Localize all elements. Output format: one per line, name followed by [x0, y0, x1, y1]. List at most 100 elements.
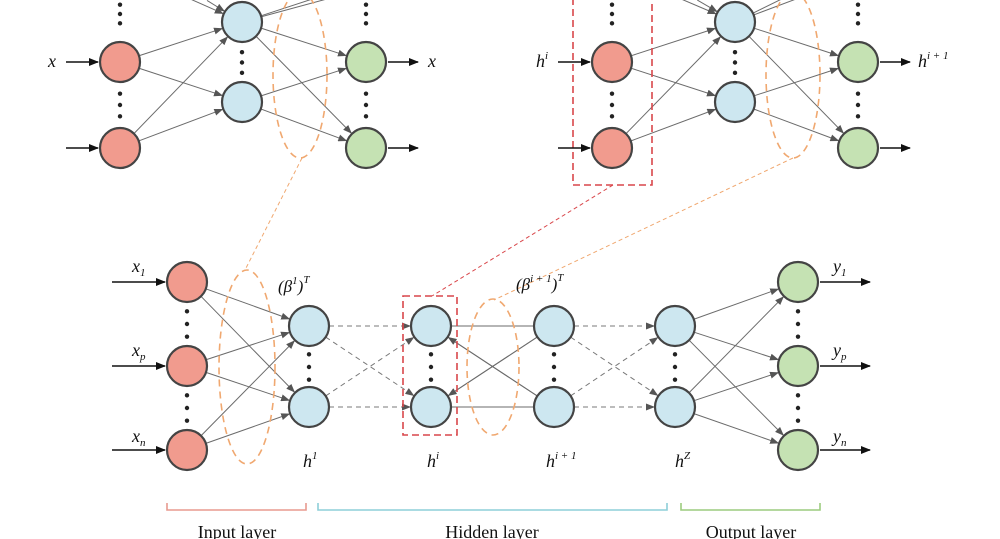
- tr-output-dots: [855, 91, 861, 96]
- input-dots: [184, 321, 190, 327]
- tr-output-dots: [855, 2, 861, 7]
- tr-input-dots: [609, 114, 615, 119]
- output-label-yn: yn: [831, 426, 847, 449]
- tr-hidden-dots: [732, 70, 738, 76]
- hidden-dots: [551, 364, 557, 370]
- output-dots: [795, 405, 801, 411]
- hidden-layer-bracket: [317, 503, 668, 511]
- hidden-dots: [428, 377, 434, 382]
- tr-box-to-bottom-link: [431, 184, 614, 297]
- tr-decoder-edge: [752, 0, 781, 14]
- tl-encoder-edge: [138, 108, 224, 142]
- tl-output-dots: [363, 91, 369, 96]
- tl-input-dots: [117, 102, 123, 108]
- tl-decoder-edge: [255, 35, 352, 134]
- hz-to-output-edge: [693, 288, 780, 320]
- tl-input-dots: [117, 114, 123, 119]
- hidden-dots: [428, 364, 434, 370]
- tr-decoder-edge: [753, 27, 839, 57]
- tl-output-node: [344, 126, 388, 170]
- tl-encoder-edge: [206, 0, 225, 12]
- input-to-h1-edge: [205, 331, 290, 361]
- tr-output-dots: [855, 11, 861, 17]
- hz-to-output-edge: [693, 331, 779, 361]
- input-node: [165, 260, 209, 304]
- input-node: [165, 344, 209, 388]
- tr-encoder-edge: [625, 36, 722, 135]
- tr-input-dots: [609, 11, 615, 17]
- io-arrows: [66, 58, 911, 454]
- input-to-h1-edge: [205, 371, 291, 402]
- hidden-node: [287, 304, 331, 348]
- tl-encoder-edge: [138, 27, 223, 57]
- tr-hidden-node: [713, 0, 757, 44]
- hidden-dots: [551, 377, 557, 382]
- hidden-label-hz: hZ: [675, 450, 691, 471]
- hidden-label-hi: hi: [427, 450, 439, 471]
- hidden-dots: [306, 377, 312, 382]
- output-layer-bracket: [680, 503, 821, 511]
- output-node: [776, 260, 820, 304]
- hz-to-output-edge: [693, 371, 780, 402]
- weight-label-beta-i-plus-1: (βi + 1)T: [516, 272, 564, 294]
- tl-decoder-edge: [260, 67, 347, 97]
- ellipsis-dots: [117, 2, 861, 423]
- tl-hidden-dots: [239, 70, 245, 76]
- tr-hidden-dots: [732, 60, 738, 65]
- hidden-node: [532, 304, 576, 348]
- hidden-label-hi-plus-1: hi + 1: [546, 450, 576, 471]
- input-node: [165, 428, 209, 472]
- output-dots: [795, 418, 801, 423]
- tl-output-dots: [363, 114, 369, 119]
- hidden-node: [532, 385, 576, 429]
- tl-input-dots: [117, 21, 123, 26]
- output-dots: [795, 334, 801, 339]
- tl-decoder-edge: [260, 108, 348, 142]
- tl-input-node: [98, 40, 142, 84]
- tr-encoder-edge: [697, 0, 718, 12]
- output-layer-label: Output layer: [706, 522, 796, 539]
- tl-encoder-edge: [138, 67, 223, 97]
- tl-decoder-edge: [260, 0, 311, 17]
- tl-output-node: [344, 40, 388, 84]
- weight-label-beta-1: (β1)T: [278, 274, 310, 296]
- tr-output-dots: [855, 21, 861, 26]
- tr-hidden-group-outline: [765, 0, 821, 159]
- hidden-dots: [551, 352, 557, 357]
- output-dots: [795, 309, 801, 314]
- tr-encoder-edge: [630, 27, 716, 57]
- hi1-to-hi-feedback-edge: [447, 336, 538, 397]
- output-label-y1: y1: [831, 256, 847, 279]
- tr-encoder-edge: [630, 67, 716, 97]
- output-node: [776, 428, 820, 472]
- tr-input-dots: [609, 102, 615, 108]
- hidden-dots: [672, 364, 678, 370]
- tr-output-dots: [855, 114, 861, 119]
- tr-input-node: [590, 126, 634, 170]
- hidden-dots: [428, 352, 434, 357]
- hidden-node: [409, 304, 453, 348]
- tr-decoder-edge: [753, 67, 839, 97]
- hz-to-output-edge: [688, 296, 784, 394]
- hi1-to-hz-dashed-edge: [570, 337, 659, 397]
- hidden-dots: [306, 352, 312, 357]
- hidden-label-h1: h1: [303, 450, 318, 471]
- input-to-h1-edge: [200, 340, 295, 437]
- input-dots: [184, 393, 190, 398]
- output-node: [776, 344, 820, 388]
- tr-encoder-edge: [682, 0, 717, 15]
- hz-to-output-edge: [693, 413, 780, 444]
- bottom-h1-group-outline: [218, 269, 276, 465]
- hidden-node: [409, 385, 453, 429]
- tl-encoder-edge: [133, 36, 229, 134]
- tr-decoder-edge: [753, 108, 840, 142]
- tr-hidden-dots: [732, 49, 738, 55]
- tl-output-dots: [363, 102, 369, 108]
- tl-decoder-edge: [261, 0, 326, 18]
- h1-to-hi-dashed-edge: [325, 337, 415, 397]
- grouping-outlines: [218, 0, 821, 465]
- tr-input-dots: [609, 91, 615, 96]
- tr-input-node: [590, 40, 634, 84]
- tr-input-dots: [609, 2, 615, 7]
